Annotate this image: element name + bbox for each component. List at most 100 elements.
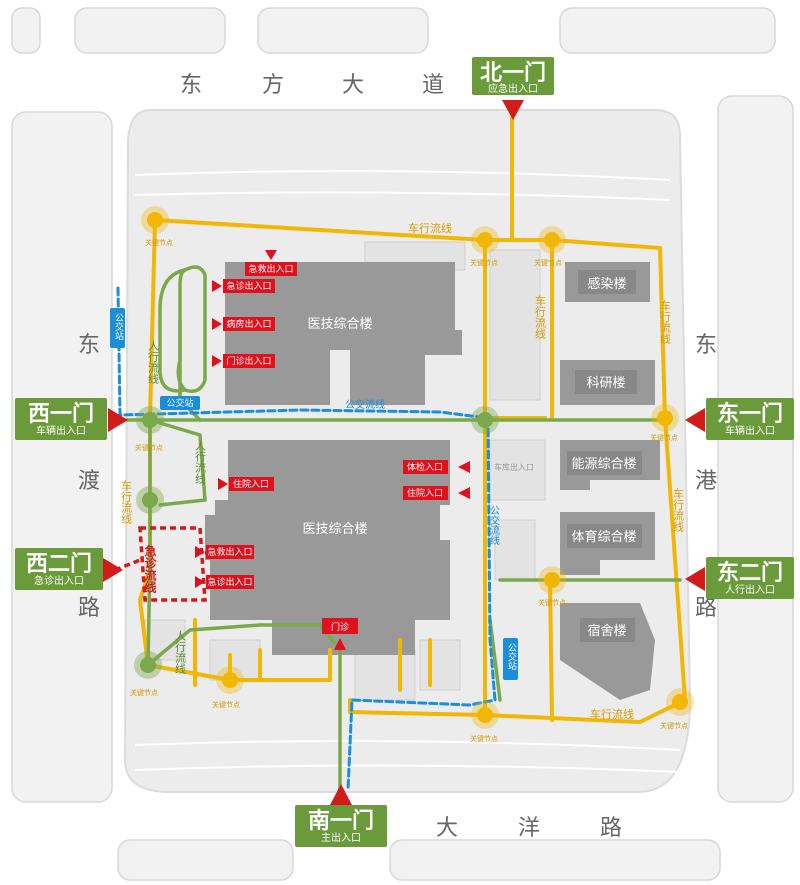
entrance-rescue-2[interactable]: 急救出入口 <box>195 545 254 559</box>
svg-text:港: 港 <box>695 469 717 494</box>
main-south-label: 医技综合楼 <box>302 522 367 537</box>
svg-text:应急出入口: 应急出入口 <box>488 82 538 95</box>
gate-east-1[interactable]: 东一门 车辆出入口 <box>685 398 794 440</box>
energy-label: 能源综合楼 <box>571 457 636 472</box>
entrance-rescue-top[interactable]: 急救出入口 <box>245 250 297 276</box>
svg-text:东二门: 东二门 <box>717 560 783 586</box>
entrance-checkup[interactable]: 体检入口 <box>403 460 470 474</box>
svg-text:北一门: 北一门 <box>480 60 546 86</box>
gate-south-1[interactable]: 南一门 主出入口 <box>295 784 387 847</box>
main-north-label: 医技综合楼 <box>307 317 372 332</box>
gate-west-2[interactable]: 西二门 急诊出入口 <box>15 548 123 590</box>
bus-stop-north[interactable]: 公交站 <box>160 396 200 410</box>
svg-text:人行流线: 人行流线 <box>174 630 187 674</box>
bus-stop-south[interactable]: 公交站 <box>503 638 518 680</box>
svg-text:关键节点: 关键节点 <box>470 734 498 743</box>
bus-flow-label: 公交流线 <box>345 398 385 411</box>
svg-text:主出入口: 主出入口 <box>321 831 361 844</box>
city-blocks <box>11 7 794 881</box>
key-node-labels: 关键节点 关键节点 关键节点 关键节点 关键节点 关键节点 关键节点 关键节点 … <box>130 238 688 743</box>
svg-text:急救出入口: 急救出入口 <box>207 546 252 558</box>
entrance-inpatient-2[interactable]: 住院入口 <box>403 486 470 500</box>
svg-text:方: 方 <box>262 73 284 98</box>
key-nodes <box>134 206 694 729</box>
svg-text:门诊出入口: 门诊出入口 <box>226 355 271 367</box>
infection-label: 感染楼 <box>587 276 626 292</box>
energy-building: 能源综合楼 <box>560 440 660 490</box>
svg-text:车辆出入口: 车辆出入口 <box>725 424 775 437</box>
svg-text:公交流线: 公交流线 <box>488 505 500 545</box>
entrance-inpatient-1[interactable]: 住院入口 <box>218 477 274 491</box>
gate-east-2[interactable]: 东二门 人行出入口 <box>685 557 794 599</box>
research-building: 科研楼 <box>560 360 655 405</box>
svg-text:急救出入口: 急救出入口 <box>248 263 293 275</box>
entrance-ward[interactable]: 病房出入口 <box>212 317 275 331</box>
svg-text:住院入口: 住院入口 <box>233 478 269 490</box>
svg-text:东: 东 <box>695 333 717 358</box>
emergency-flow-label: 急诊流线 <box>143 544 157 594</box>
svg-text:南一门: 南一门 <box>308 808 374 834</box>
svg-text:路: 路 <box>78 596 100 621</box>
svg-text:西一门: 西一门 <box>28 401 94 427</box>
svg-text:公交站: 公交站 <box>113 313 124 341</box>
svg-text:关键节点: 关键节点 <box>212 700 240 709</box>
svg-text:公交站: 公交站 <box>166 397 193 409</box>
svg-text:车辆出入口: 车辆出入口 <box>36 424 86 437</box>
svg-text:公交站: 公交站 <box>506 643 517 671</box>
landscape-lines <box>134 170 681 773</box>
entrance-tags: 急救出入口 急诊出入口 病房出入口 门诊出入口 住院入口 体检入口 <box>195 250 470 650</box>
svg-text:关键节点: 关键节点 <box>660 721 688 730</box>
main-building-south: 医技综合楼 <box>205 440 450 655</box>
svg-text:急诊出入口: 急诊出入口 <box>34 574 84 587</box>
dorm-label: 宿舍楼 <box>587 623 626 639</box>
flow-labels: 车行流线 车行流线 车行流线 车行流线 车行流线 车行流线 人行流线 人行流线 … <box>120 221 685 721</box>
road-names: 东 方 大 道 大 洋 路 东 渡 路 东 港 路 <box>78 73 717 841</box>
svg-text:大: 大 <box>436 816 458 841</box>
svg-text:关键节点: 关键节点 <box>538 598 566 607</box>
svg-text:洋: 洋 <box>518 816 540 841</box>
svg-text:急诊出入口: 急诊出入口 <box>226 280 271 292</box>
svg-text:病房出入口: 病房出入口 <box>226 318 271 330</box>
gate-west-1[interactable]: 西一门 车辆出入口 <box>15 398 128 440</box>
svg-text:路: 路 <box>695 596 717 621</box>
svg-text:急诊出入口: 急诊出入口 <box>207 576 252 588</box>
svg-text:车行流线: 车行流线 <box>672 487 685 532</box>
bus-stop-west[interactable]: 公交站 <box>110 308 125 348</box>
svg-text:关键节点: 关键节点 <box>534 258 562 267</box>
svg-text:大: 大 <box>342 73 364 98</box>
svg-text:车行流线: 车行流线 <box>590 707 634 721</box>
svg-text:道: 道 <box>422 73 444 98</box>
garage-entrance-label: 车库出入口 <box>494 462 534 472</box>
svg-text:门诊: 门诊 <box>331 621 349 633</box>
svg-text:体检入口: 体检入口 <box>407 461 443 473</box>
svg-text:关键节点: 关键节点 <box>145 238 173 247</box>
dorm-building: 宿舍楼 <box>560 603 655 700</box>
svg-text:东一门: 东一门 <box>717 401 783 427</box>
svg-text:关键节点: 关键节点 <box>650 433 678 442</box>
gate-north-1[interactable]: 北一门 应急出入口 <box>472 57 554 120</box>
sports-building: 体育综合楼 <box>560 512 655 575</box>
pedestrian-flow-lines <box>116 265 682 792</box>
svg-text:人行出入口: 人行出入口 <box>725 583 775 596</box>
svg-text:东: 东 <box>78 333 100 358</box>
svg-text:关键节点: 关键节点 <box>470 258 498 267</box>
svg-text:住院入口: 住院入口 <box>407 487 443 499</box>
svg-text:车行流线: 车行流线 <box>534 294 547 339</box>
entrance-clinic[interactable]: 门诊出入口 <box>212 354 275 368</box>
svg-text:车行流线: 车行流线 <box>120 479 133 524</box>
svg-text:东: 东 <box>180 73 202 98</box>
entrance-outpatient[interactable]: 门诊 <box>322 618 358 650</box>
svg-text:渡: 渡 <box>78 469 100 494</box>
research-label: 科研楼 <box>586 376 625 391</box>
entrance-emergency-1[interactable]: 急诊出入口 <box>212 279 275 293</box>
entrance-emergency-2[interactable]: 急诊出入口 <box>195 575 254 589</box>
svg-text:车行流线: 车行流线 <box>659 299 672 344</box>
svg-text:路: 路 <box>600 816 622 841</box>
main-building-north: 医技综合楼 <box>225 262 462 405</box>
svg-text:人行流线: 人行流线 <box>194 440 207 484</box>
svg-text:关键节点: 关键节点 <box>135 443 163 452</box>
vehicle-flow-label: 车行流线 <box>408 221 452 235</box>
bus-flow-lines <box>116 286 497 792</box>
svg-text:西二门: 西二门 <box>26 551 92 577</box>
